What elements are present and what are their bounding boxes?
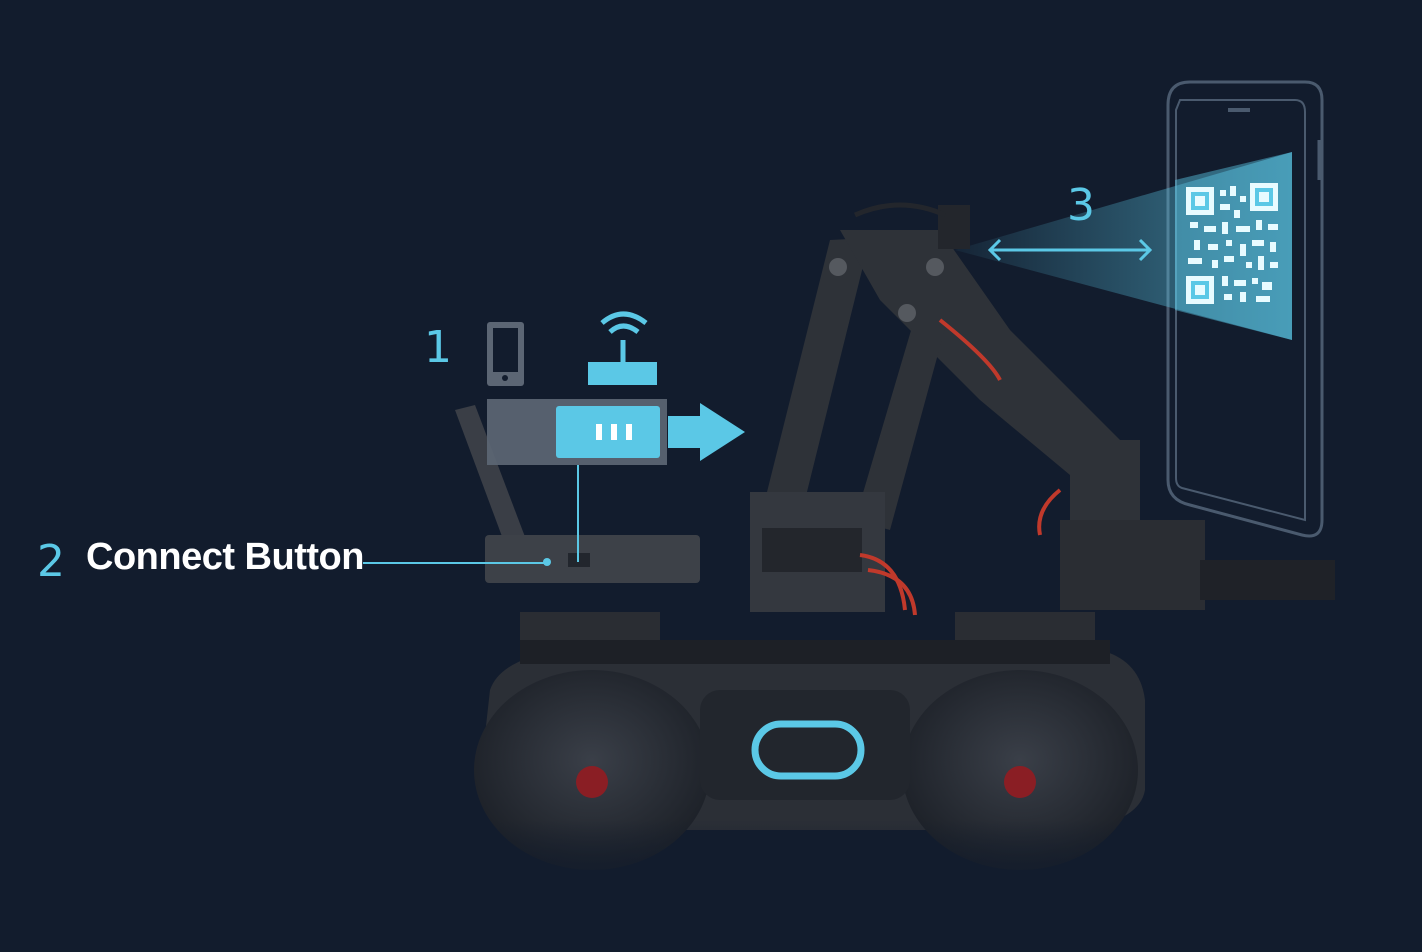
step-3-number: 3 (1067, 180, 1095, 231)
arrow-right-icon (668, 403, 745, 461)
qr-code-icon (1186, 183, 1278, 304)
intelligent-controller (455, 405, 700, 583)
connection-mode-switch (556, 406, 660, 458)
robot-chassis (474, 612, 1148, 890)
phone-outline (1166, 80, 1324, 538)
step-1-number: 1 (424, 322, 452, 373)
smartphone-icon (487, 322, 524, 386)
step-2-number: 2 (37, 536, 65, 587)
connect-button-label: Connect Button (86, 536, 364, 578)
scan-double-arrow (987, 238, 1153, 262)
connection-mode-overlay (363, 399, 667, 564)
status-light-ring (751, 720, 865, 780)
robotic-arm (750, 202, 1335, 616)
wifi-router-icon (588, 311, 657, 385)
